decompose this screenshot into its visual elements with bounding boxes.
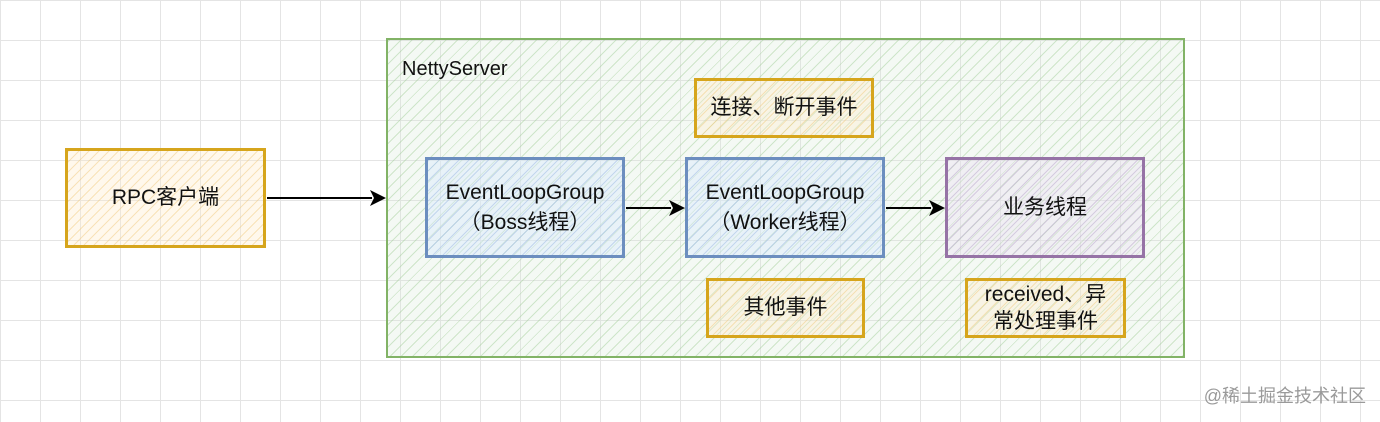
netty-server-container: NettyServer <box>386 38 1185 358</box>
other-events-note: 其他事件 <box>706 278 865 338</box>
rpc-client-label: RPC客户端 <box>111 186 220 209</box>
received-events-line1: received、异 <box>984 283 1107 306</box>
business-thread-label: 业务线程 <box>1003 195 1087 219</box>
connect-events-note: 连接、断开事件 <box>694 78 874 138</box>
watermark: @稀土掘金技术社区 <box>1203 386 1366 406</box>
worker-group-subtitle: （Worker线程） <box>709 210 861 234</box>
boss-group-title: EventLoopGroup <box>445 180 605 204</box>
received-events-note: received、异 常处理事件 <box>965 278 1126 338</box>
business-thread-node: 业务线程 <box>945 157 1145 258</box>
arrow-client-to-server <box>267 190 386 206</box>
boss-group-node: EventLoopGroup （Boss线程） <box>425 157 625 258</box>
connect-events-label: 连接、断开事件 <box>710 96 858 119</box>
worker-group-title: EventLoopGroup <box>705 180 865 204</box>
container-title: NettyServer <box>402 58 508 80</box>
worker-group-node: EventLoopGroup （Worker线程） <box>685 157 885 258</box>
received-events-line2: 常处理事件 <box>993 310 1098 333</box>
rpc-client-node: RPC客户端 <box>65 148 266 248</box>
boss-group-subtitle: （Boss线程） <box>459 210 591 234</box>
arrow-worker-to-business <box>886 200 945 216</box>
arrow-boss-to-worker <box>626 200 685 216</box>
other-events-label: 其他事件 <box>743 296 828 319</box>
